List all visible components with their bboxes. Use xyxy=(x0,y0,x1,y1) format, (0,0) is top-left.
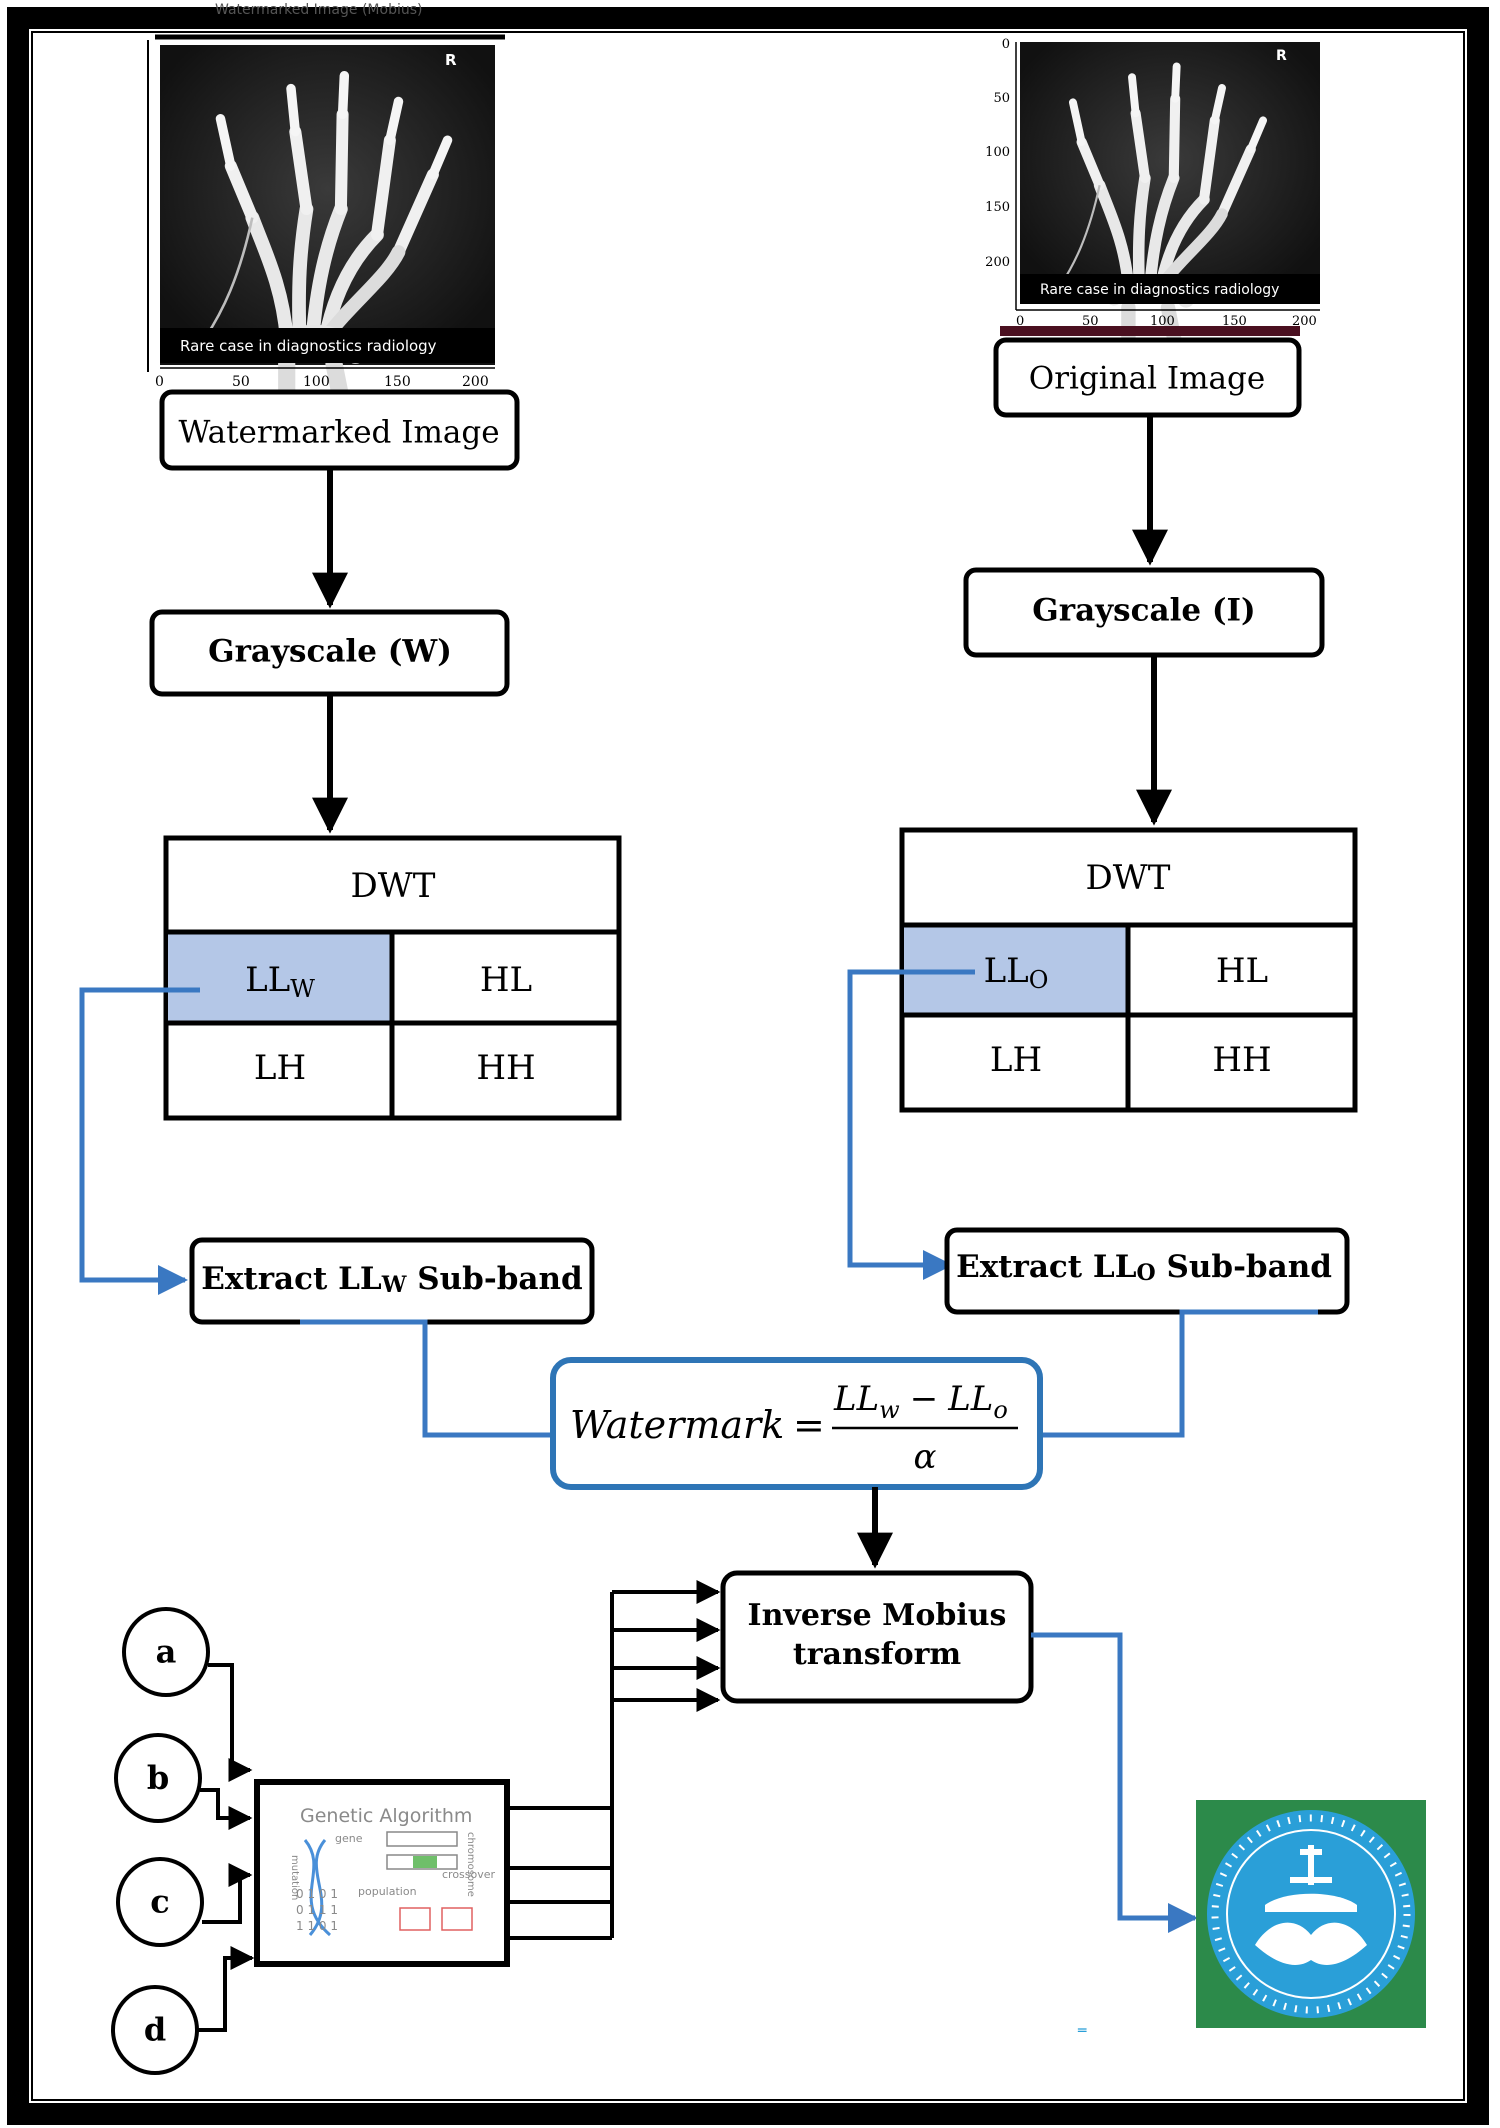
left-corner-mark: R xyxy=(445,51,457,69)
grayscale-i-label: Grayscale (I) xyxy=(1032,593,1255,629)
watermark-formula: Watermark = LLw−LLo α xyxy=(550,1357,1043,1490)
dwt-right-header: DWT xyxy=(1086,858,1171,898)
extract-llw-label: Extract LLW Sub-band xyxy=(201,1261,582,1299)
formula-equals: = xyxy=(793,1403,825,1447)
ga-label-crossover: crossover xyxy=(442,1868,496,1881)
right-ytick: 100 xyxy=(985,145,1010,160)
watermarked-image-node: Watermarked Image xyxy=(159,389,520,471)
svg-text:c: c xyxy=(150,1883,169,1921)
connector-llo-to-extract xyxy=(847,969,975,1280)
genetic-algorithm-graphic: Genetic Algorithm gene chromosome mutati… xyxy=(254,1779,510,1967)
dwt-left-hh: HH xyxy=(476,1048,535,1088)
formula-numerator: LLw−LLo xyxy=(833,1379,1008,1424)
dwt-right-lh: LH xyxy=(990,1040,1042,1080)
dwt-right-hh: HH xyxy=(1212,1040,1271,1080)
right-xtick: 200 xyxy=(1292,314,1317,329)
svg-text:a: a xyxy=(156,1633,177,1671)
left-image-title: Watermarked Image (Mobius) xyxy=(215,2,422,18)
right-ytick: 200 xyxy=(985,255,1010,270)
left-xtick: 50 xyxy=(232,374,250,390)
dwt-left-hl: HL xyxy=(480,960,532,1000)
right-xtick: 50 xyxy=(1082,314,1099,329)
inverse-mobius-line2: transform xyxy=(793,1637,962,1672)
param-connectors xyxy=(197,1663,255,2032)
ga-bits-row: 0 1 1 1 xyxy=(296,1903,338,1917)
original-image-node: Original Image xyxy=(993,337,1302,418)
dwt-left-lh: LH xyxy=(254,1048,306,1088)
university-of-tehran-logo xyxy=(1196,1800,1426,2028)
ga-bits-row: 1 1 0 1 xyxy=(296,1919,338,1933)
grayscale-i-node: Grayscale (I) xyxy=(963,567,1325,658)
right-image-caption: Rare case in diagnostics radiology xyxy=(1040,282,1279,298)
outer-frame xyxy=(7,7,1489,2125)
grayscale-w-label: Grayscale (W) xyxy=(208,634,452,670)
ga-bits-row: 0 1 0 1 xyxy=(296,1887,338,1901)
connector-extract-o-to-formula xyxy=(1040,1309,1318,1438)
right-xray-figure: R Rare case in diagnostics radiology 0 5… xyxy=(985,37,1320,344)
param-circle-d: d xyxy=(111,1985,199,2075)
right-corner-mark: R xyxy=(1276,48,1287,64)
connector-extract-w-to-formula xyxy=(300,1319,552,1438)
connector-mobius-to-logo xyxy=(1031,1632,1198,1933)
formula-lhs: Watermark xyxy=(570,1403,784,1447)
dwt-left-table: DWT LLW HL LH HH xyxy=(163,835,622,1121)
left-xtick: 100 xyxy=(303,374,330,390)
ga-label-gene: gene xyxy=(335,1832,363,1845)
grayscale-w-node: Grayscale (W) xyxy=(149,609,510,697)
inner-frame xyxy=(31,31,1465,2101)
ga-to-mobius-connectors xyxy=(507,1580,721,1940)
right-xtick: 0 xyxy=(1016,314,1024,329)
right-ytick: 0 xyxy=(1002,37,1010,52)
ga-label-chromosome: chromosome xyxy=(465,1832,476,1897)
connector-llw-to-extract xyxy=(79,987,200,1295)
param-circle-a: a xyxy=(122,1607,210,1697)
right-ytick: 50 xyxy=(993,91,1010,106)
watermarked-image-label: Watermarked Image xyxy=(178,415,499,451)
ga-label-mutation: mutation xyxy=(289,1855,300,1900)
left-xtick: 0 xyxy=(155,374,164,390)
formula-denominator: α xyxy=(914,1437,937,1477)
dwt-right-ll: LLO xyxy=(984,951,1049,994)
left-image-caption: Rare case in diagnostics radiology xyxy=(180,337,437,355)
right-ytick: 150 xyxy=(985,200,1010,215)
left-xray-figure: Watermarked Image (Mobius) R Rare case i… xyxy=(147,2,505,407)
dwt-left-header: DWT xyxy=(351,866,436,906)
dwt-left-ll: LLW xyxy=(245,960,315,1003)
svg-text:b: b xyxy=(147,1759,169,1797)
ga-title: Genetic Algorithm xyxy=(300,1805,472,1827)
svg-text:d: d xyxy=(144,2011,166,2049)
extract-llo-node: Extract LLO Sub-band xyxy=(944,1227,1350,1315)
extract-llw-node: Extract LLW Sub-band xyxy=(189,1237,595,1325)
left-xtick: 150 xyxy=(384,374,411,390)
inverse-mobius-line1: Inverse Mobius xyxy=(748,1598,1007,1633)
inverse-mobius-node: Inverse Mobius transform xyxy=(720,1570,1034,1704)
dwt-right-hl: HL xyxy=(1216,951,1268,991)
extract-llo-label: Extract LLO Sub-band xyxy=(956,1249,1332,1287)
left-xtick: 200 xyxy=(462,374,489,390)
small-mark: ═ xyxy=(1077,2023,1087,2039)
right-xtick: 100 xyxy=(1150,314,1175,329)
dwt-left-ll-cell xyxy=(168,934,390,1022)
ga-label-population: population xyxy=(358,1885,417,1898)
right-xtick: 150 xyxy=(1222,314,1247,329)
param-circle-c: c xyxy=(116,1857,204,1947)
original-image-label: Original Image xyxy=(1029,361,1265,397)
param-circle-b: b xyxy=(114,1733,202,1823)
